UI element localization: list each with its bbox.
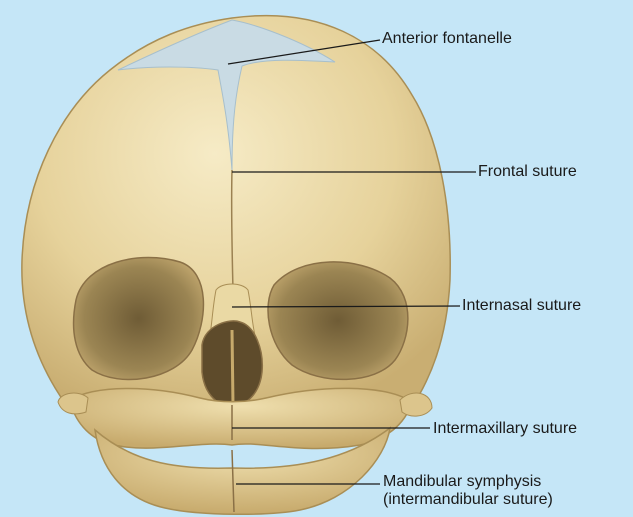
label-frontal-suture: Frontal suture [478, 163, 577, 181]
label-intermandibular-suture: (intermandibular suture) [383, 491, 553, 509]
label-internasal-suture: Internasal suture [462, 297, 581, 315]
left-zygoma [400, 393, 432, 416]
label-intermaxillary-suture: Intermaxillary suture [433, 420, 577, 438]
right-orbit [74, 258, 204, 380]
label-mandibular-symphysis: Mandibular symphysis [383, 473, 541, 491]
label-anterior-fontanelle: Anterior fontanelle [382, 30, 512, 48]
left-orbit [268, 262, 408, 379]
right-zygoma [58, 393, 88, 414]
